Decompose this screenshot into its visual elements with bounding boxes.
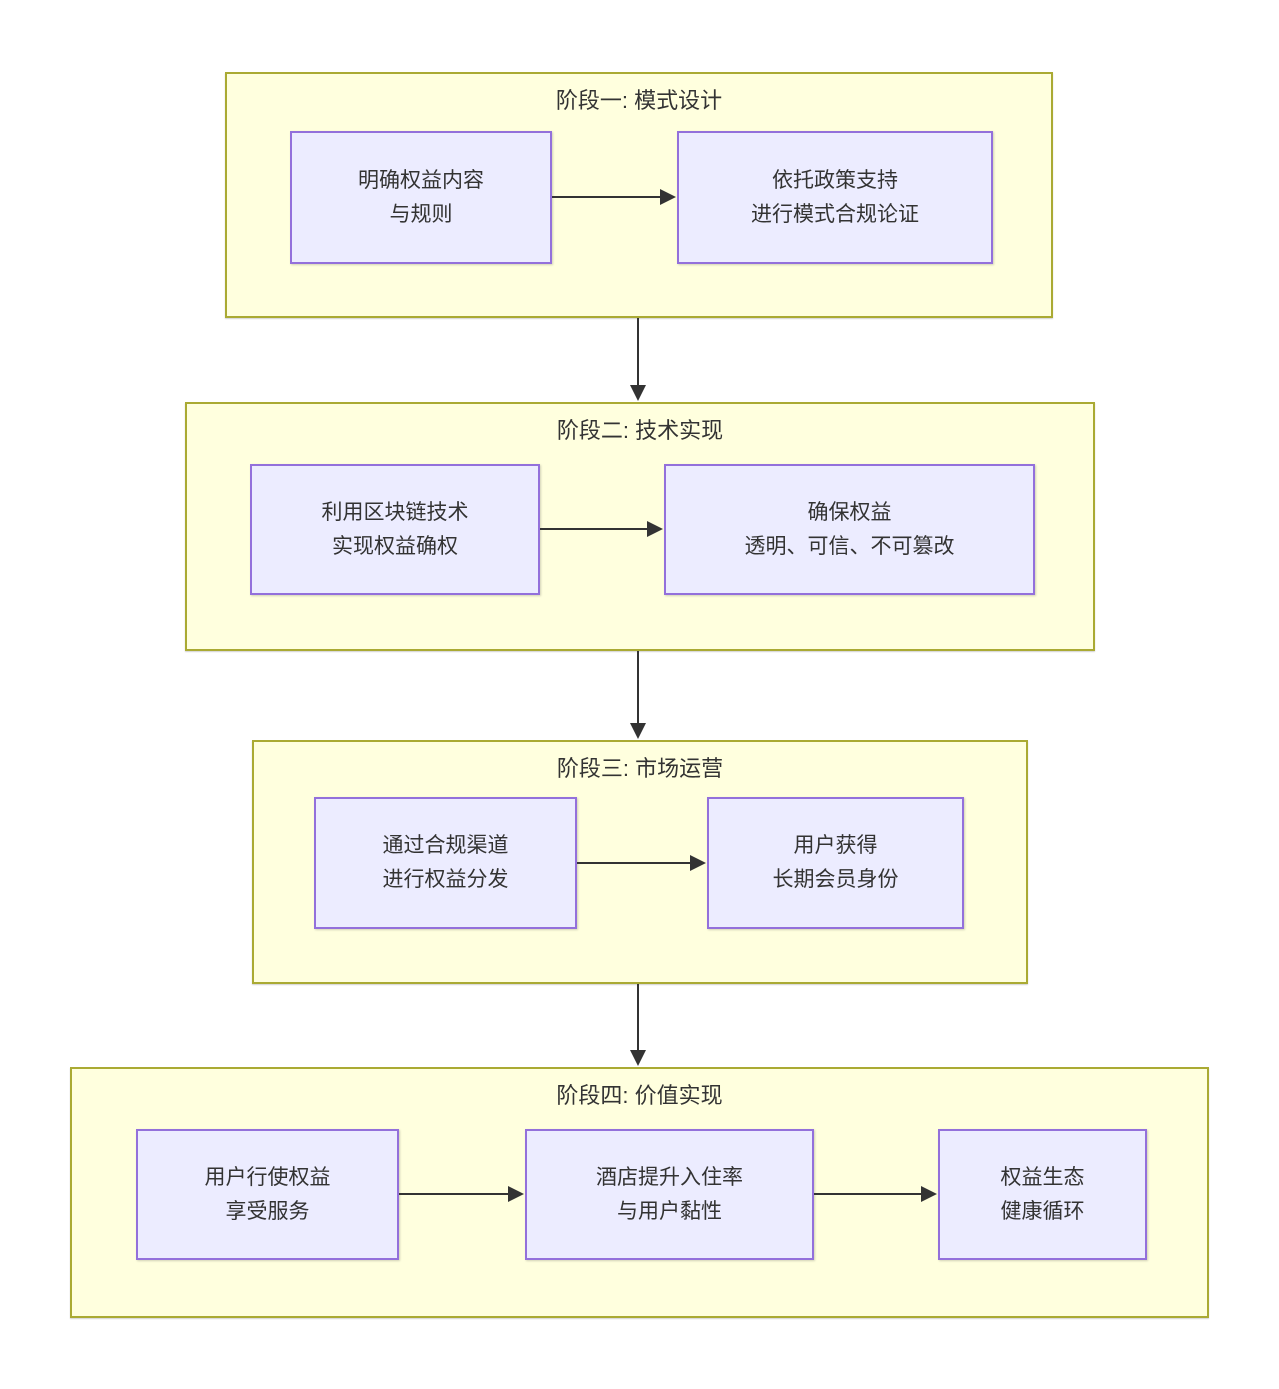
arrow-stage3-to-stage4	[630, 984, 646, 1066]
node-s4n3-line-2: 健康循环	[1000, 1199, 1085, 1223]
node-s1n1-line-1: 明确权益内容	[358, 168, 484, 192]
node-s2n1-line-2: 实现权益确权	[332, 534, 458, 558]
node-s3n1: 通过合规渠道 进行权益分发	[314, 797, 577, 929]
arrow-s2n1-to-s2n2	[540, 521, 663, 537]
node-s4n1: 用户行使权益 享受服务	[136, 1129, 399, 1260]
arrow-s1n1-to-s1n2	[552, 189, 676, 205]
node-s3n1-line-2: 进行权益分发	[382, 868, 509, 891]
node-s4n2-line-2: 与用户黏性	[617, 1199, 722, 1223]
node-s4n3: 权益生态 健康循环	[938, 1129, 1147, 1260]
arrow-s3n1-to-s3n2	[577, 855, 706, 871]
stage-4-container: 阶段四: 价值实现 用户行使权益 享受服务 酒店提升入住率 与用户黏性 权益生态…	[70, 1067, 1209, 1318]
stage-4-title: 阶段四: 价值实现	[556, 1083, 723, 1108]
arrow-s4n2-to-s4n3	[814, 1186, 937, 1202]
node-s2n2-line-2: 透明、可信、不可篡改	[744, 534, 955, 558]
stage-1-title: 阶段一: 模式设计	[555, 88, 723, 113]
node-s1n2: 依托政策支持 进行模式合规论证	[677, 131, 993, 264]
stage-2-title: 阶段二: 技术实现	[556, 418, 724, 443]
stage-1-container: 阶段一: 模式设计 明确权益内容 与规则 依托政策支持 进行模式合规论证	[225, 72, 1053, 318]
node-s2n2: 确保权益 透明、可信、不可篡改	[664, 464, 1035, 595]
node-s1n1: 明确权益内容 与规则	[290, 131, 552, 264]
node-s4n3-line-1: 权益生态	[1000, 1165, 1085, 1189]
arrow-s4n1-to-s4n2	[399, 1186, 524, 1202]
stage-3-container: 阶段三: 市场运营 通过合规渠道 进行权益分发 用户获得 长期会员身份	[252, 740, 1028, 984]
node-s2n1: 利用区块链技术 实现权益确权	[250, 464, 540, 595]
stage-3-title: 阶段三: 市场运营	[556, 756, 724, 781]
node-s4n1-line-2: 享受服务	[225, 1199, 310, 1223]
node-s3n2-line-2: 长期会员身份	[772, 868, 899, 891]
arrow-stage1-to-stage2	[630, 318, 646, 401]
node-s4n2-line-1: 酒店提升入住率	[596, 1165, 743, 1189]
node-s3n2-line-1: 用户获得	[793, 834, 878, 857]
stage-2-container: 阶段二: 技术实现 利用区块链技术 实现权益确权 确保权益 透明、可信、不可篡改	[185, 402, 1095, 651]
node-s1n1-line-2: 与规则	[389, 202, 453, 226]
node-s2n2-line-1: 确保权益	[807, 500, 892, 524]
node-s1n2-line-2: 进行模式合规论证	[751, 202, 919, 226]
node-s4n1-line-1: 用户行使权益	[204, 1165, 331, 1189]
node-s1n2-line-1: 依托政策支持	[772, 168, 898, 192]
arrow-stage2-to-stage3	[630, 651, 646, 739]
node-s3n1-line-1: 通过合规渠道	[382, 834, 509, 857]
node-s3n2: 用户获得 长期会员身份	[707, 797, 964, 929]
node-s2n1-line-1: 利用区块链技术	[321, 500, 469, 524]
node-s4n2: 酒店提升入住率 与用户黏性	[525, 1129, 814, 1260]
